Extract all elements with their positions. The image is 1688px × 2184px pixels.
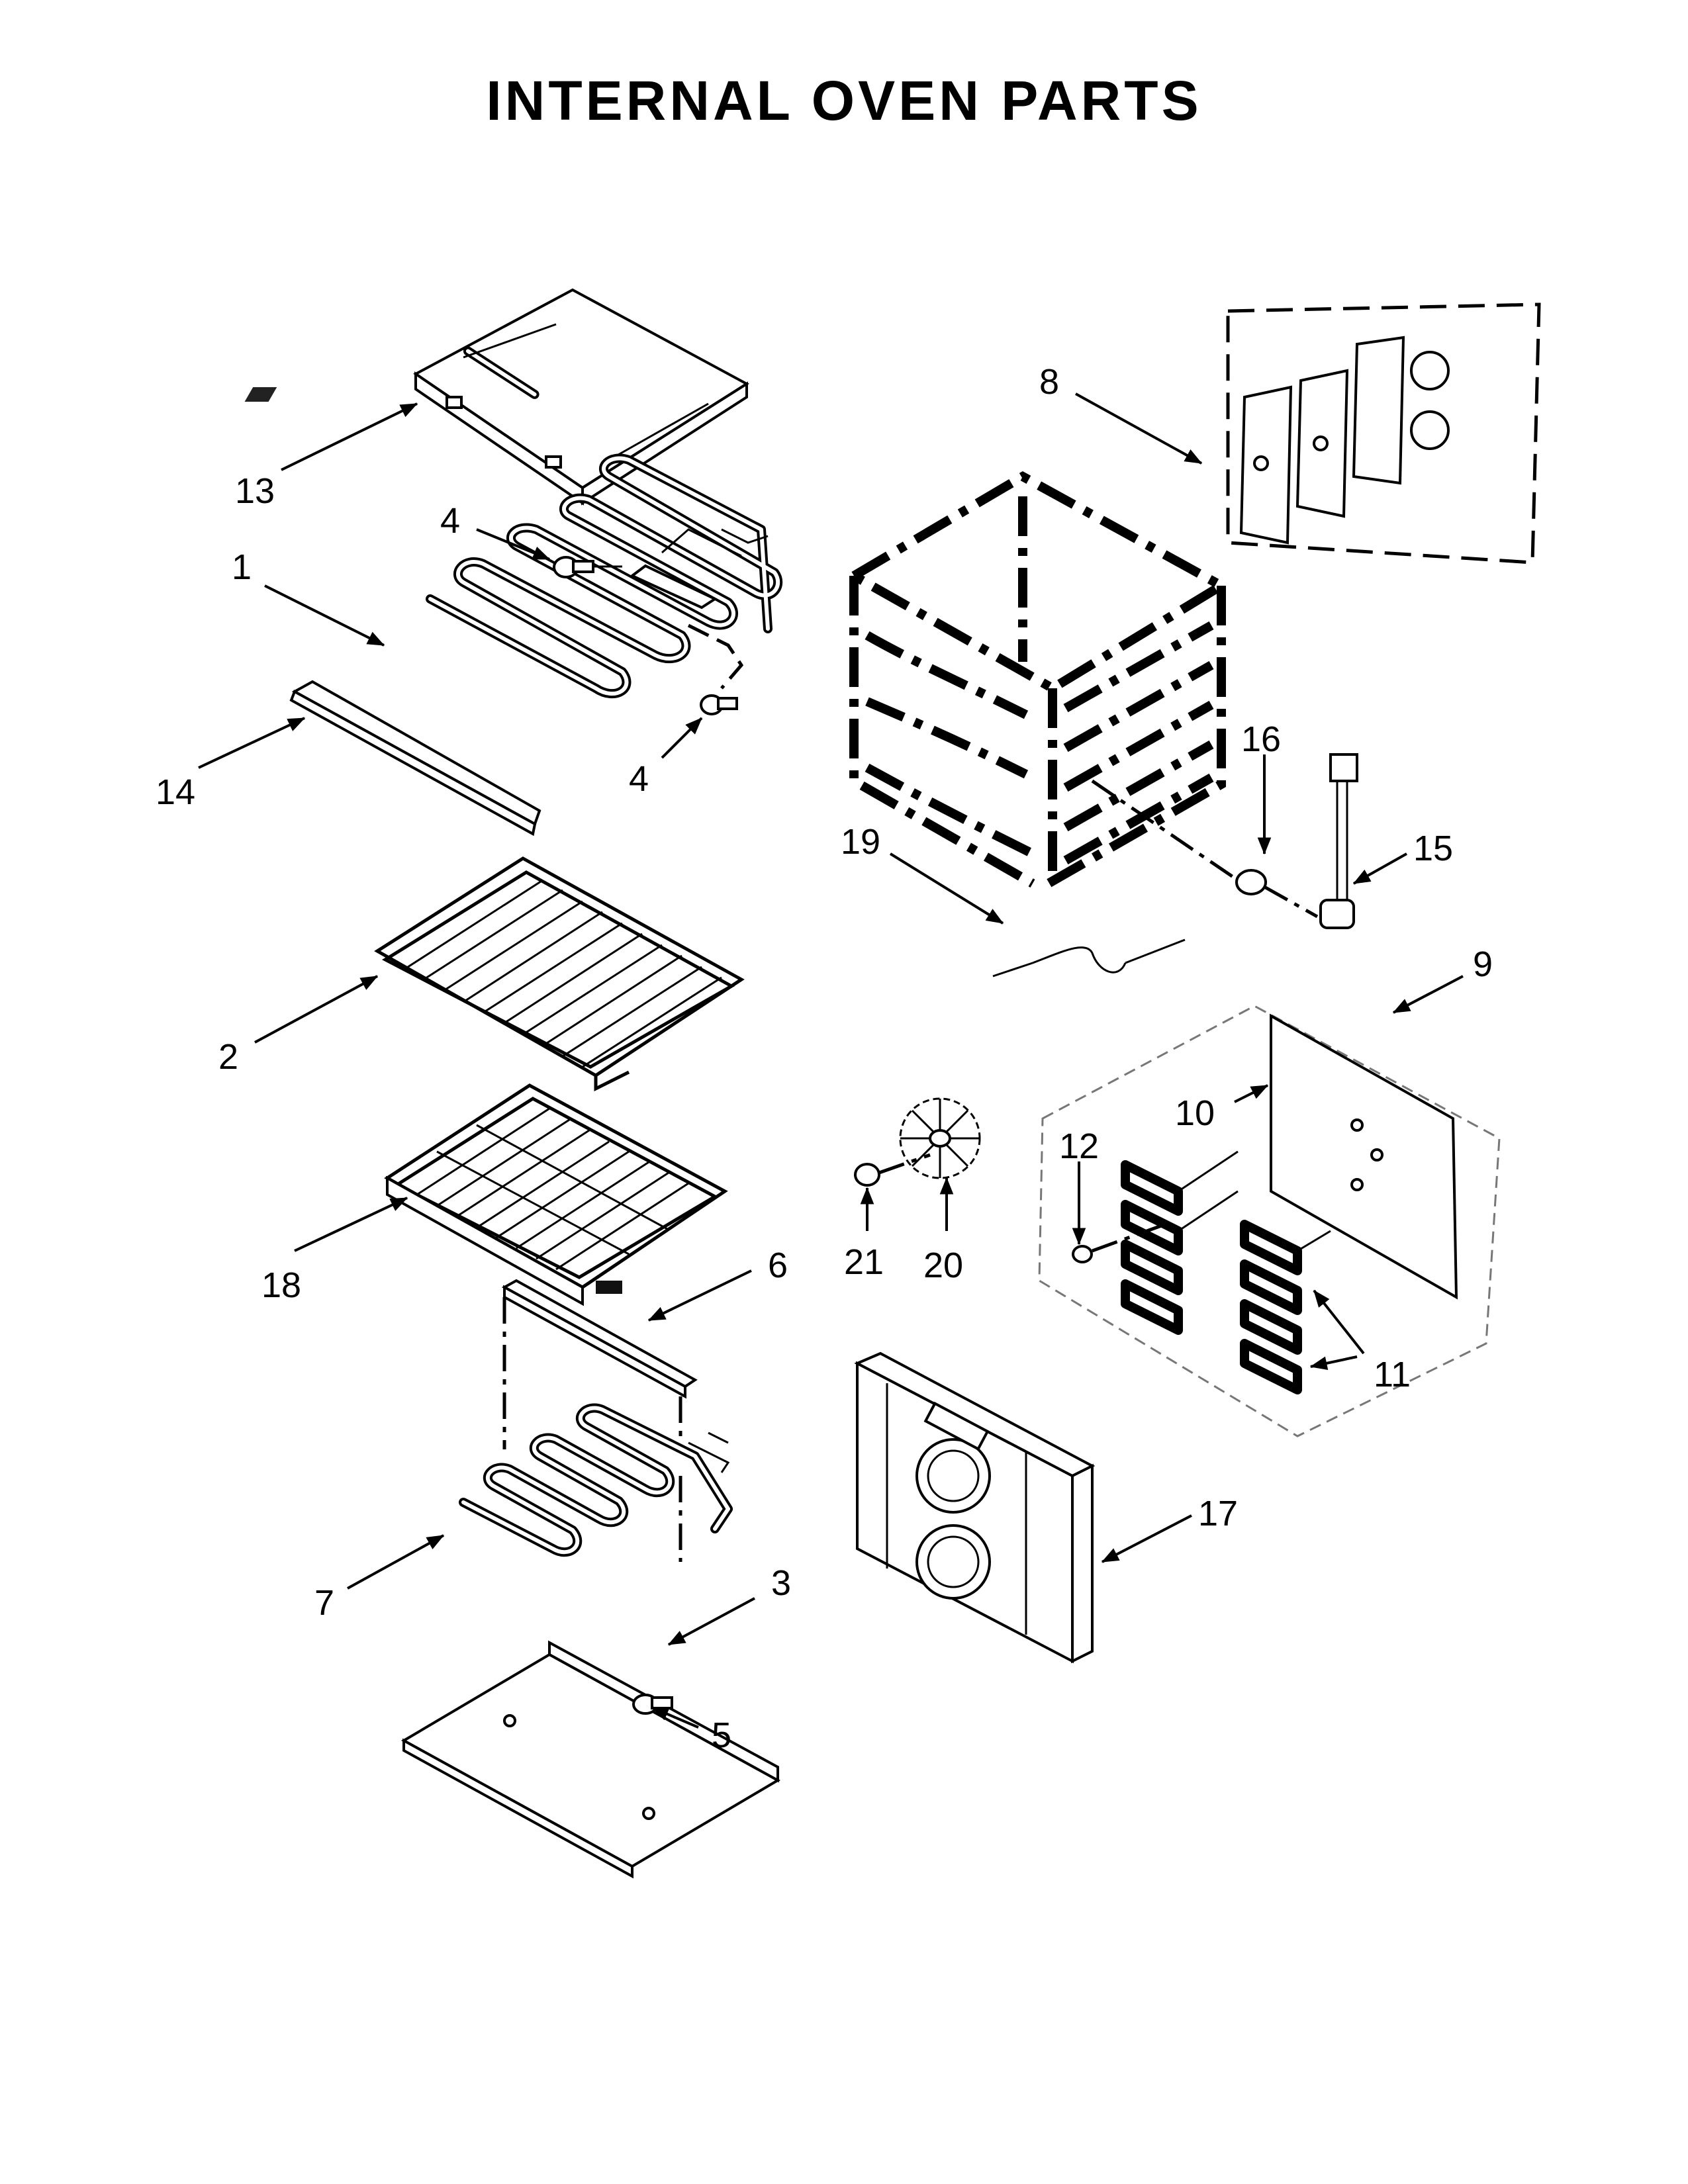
callout-7: 7	[314, 1583, 334, 1623]
callout-5: 5	[712, 1715, 731, 1755]
callout-18: 18	[261, 1265, 301, 1305]
part-temperature-sensor	[1319, 753, 1358, 929]
part-rear-fan-panel	[854, 1351, 1096, 1664]
part-lower-trim	[501, 1279, 698, 1399]
callout-11: 11	[1374, 1355, 1411, 1394]
part-oven-rack	[374, 856, 745, 1092]
part-convection-box	[1038, 1005, 1501, 1437]
part-screw-upper	[553, 556, 622, 578]
part-screw-lower	[700, 694, 738, 715]
part-roller-rack	[384, 1083, 728, 1306]
callout-10: 10	[1175, 1093, 1215, 1133]
callout-2: 2	[218, 1037, 238, 1077]
callout-16: 16	[1241, 719, 1281, 759]
callout-17: 17	[1198, 1494, 1238, 1533]
part-convection-fan-blade	[899, 1097, 981, 1179]
callout-1: 1	[232, 547, 252, 587]
part-broil-element	[426, 453, 783, 699]
callout-4-upper: 4	[440, 501, 460, 541]
callout-19: 19	[841, 822, 880, 862]
part-control-board-assembly	[1226, 302, 1541, 565]
part-fan-nut	[854, 1163, 880, 1187]
part-convection-screw	[1072, 1222, 1166, 1263]
part-convection-element	[1121, 1150, 1331, 1394]
leader-lines	[198, 392, 1464, 1729]
callout-21: 21	[844, 1242, 884, 1282]
callout-20: 20	[923, 1246, 963, 1285]
part-convection-cover	[1270, 1013, 1458, 1300]
part-meat-probe	[992, 938, 1186, 978]
callout-9: 9	[1473, 944, 1493, 984]
callout-14: 14	[156, 772, 195, 812]
callout-4-lower: 4	[629, 759, 649, 799]
callout-13: 13	[235, 471, 275, 511]
page-title: INTERNAL OVEN PARTS	[486, 69, 1202, 132]
part-nut	[1235, 869, 1267, 895]
callout-15: 15	[1413, 829, 1453, 868]
callout-3: 3	[771, 1563, 791, 1603]
part-oven-cavity	[845, 471, 1231, 891]
part-top-panel	[244, 288, 749, 506]
callout-8: 8	[1039, 362, 1059, 402]
part-bottom-panel	[400, 1640, 781, 1879]
callout-12: 12	[1059, 1126, 1099, 1166]
part-trim-strip	[289, 680, 541, 837]
part-bake-element	[459, 1403, 733, 1557]
callout-6: 6	[768, 1246, 788, 1285]
